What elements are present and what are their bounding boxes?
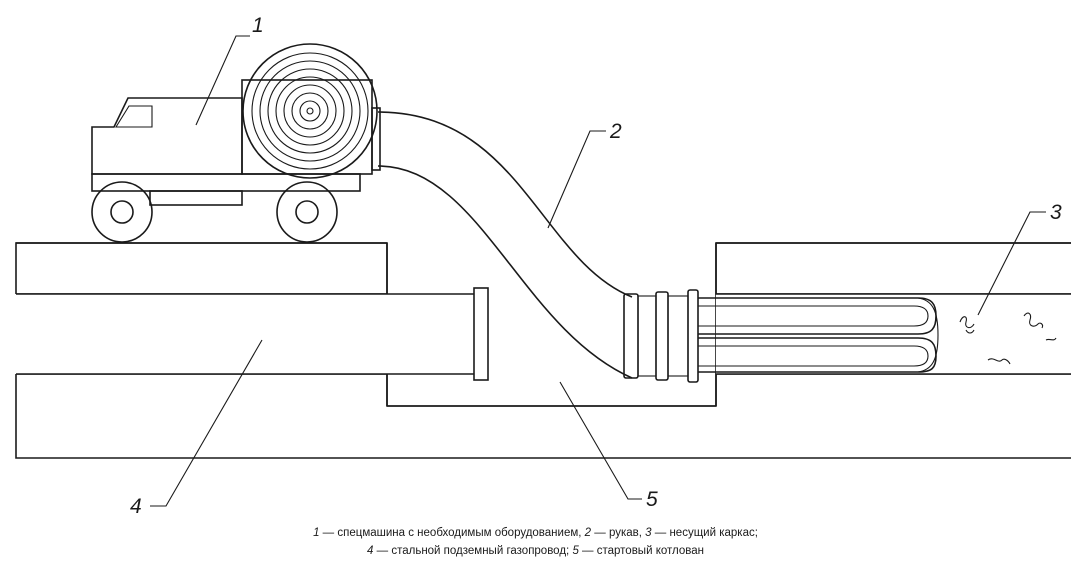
vehicle-wheel-front bbox=[91, 181, 153, 243]
caption-number: 2 bbox=[584, 527, 592, 539]
caption-number: 5 bbox=[572, 545, 579, 557]
label-3: 3 bbox=[1050, 201, 1062, 224]
caption-number: 3 bbox=[645, 527, 652, 539]
vehicle-underframe bbox=[149, 190, 243, 206]
caption-text: — несущий каркас; bbox=[651, 527, 758, 539]
soil-upper-right bbox=[715, 242, 1071, 295]
caption-number: 4 bbox=[367, 545, 374, 557]
label-5: 5 bbox=[646, 488, 658, 511]
caption-text: — рукав, bbox=[591, 527, 646, 539]
hose bbox=[377, 111, 633, 379]
caption-text: — стальной подземный газопровод; bbox=[373, 545, 573, 557]
reel-housing bbox=[241, 79, 373, 175]
pipeline-flange bbox=[473, 287, 489, 381]
caption-line-1: 1 — спецмашина с необходимым оборудовани… bbox=[0, 527, 1071, 539]
soil-lower bbox=[15, 373, 1071, 459]
soil-upper-left bbox=[15, 242, 388, 295]
caption-text: — стартовый котлован bbox=[578, 545, 704, 557]
vehicle-body bbox=[91, 97, 243, 175]
label-2: 2 bbox=[609, 120, 622, 143]
caption-text: — спецмашина с необходимым оборудованием… bbox=[319, 527, 585, 539]
vehicle-wheel-rear bbox=[276, 181, 338, 243]
caption-number: 1 bbox=[313, 527, 320, 539]
special-vehicle bbox=[91, 43, 381, 243]
label-4: 4 bbox=[130, 495, 142, 518]
hose-couplings bbox=[623, 289, 699, 383]
label-1: 1 bbox=[252, 14, 264, 37]
steel-gas-pipeline bbox=[10, 287, 489, 381]
reel-outlet bbox=[371, 107, 381, 171]
leader-lines bbox=[150, 35, 1046, 507]
hose-reel bbox=[242, 43, 378, 179]
carrier-frame bbox=[698, 297, 1057, 373]
caption-line-2: 4 — стальной подземный газопровод; 5 — с… bbox=[0, 545, 1071, 557]
vehicle-window bbox=[115, 105, 153, 128]
